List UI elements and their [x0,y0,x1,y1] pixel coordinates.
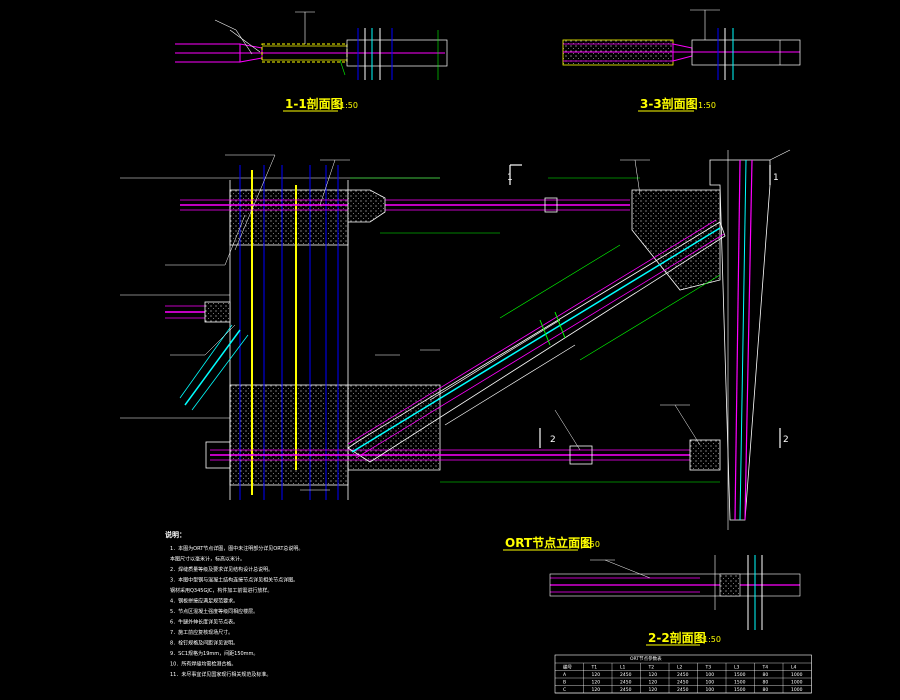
table-cell: 2450 [677,672,689,678]
node-elevation-scale: 1:50 [582,540,600,549]
section-marker-1-right: 1 [773,173,779,183]
note-line: 8．栓钉规格及间距详见说明。 [170,640,238,647]
table-cell: 1000 [791,680,803,686]
note-line: 7．施工前应复核现场尺寸。 [170,629,233,636]
note-line: 3．本图中型钢与混凝土结构连接节点详见相关节点详图。 [170,577,298,584]
table-cell: 1500 [734,680,746,686]
table-cell: 80 [763,672,769,678]
table-cell: 100 [706,687,715,693]
table-header-cell: L1 [620,665,626,671]
section-1-1-title: 1-1剖面图 [285,96,343,111]
note-line: 10．所有焊缝均需检测合格。 [170,661,236,668]
section-1-1-detail [175,11,448,80]
table-cell: 1500 [734,687,746,693]
table-cell: 2450 [677,687,689,693]
table-cell: 2450 [620,672,632,678]
table-cell: 120 [592,672,601,678]
table-cell: 80 [763,680,769,686]
parameter-table: ORT节点参数表 编号 T1 L1 T2 L2 T3 L3 T4 L4A 120 2450 120 24… [554,654,812,694]
note-line: 6．牛腿外伸长度详见节点表。 [170,619,238,626]
section-cut-markers: 1 1 2 2 [507,164,789,448]
table-header-cell: T4 [762,665,769,671]
table-header-cell: T1 [591,665,598,671]
table-cell: 100 [706,680,715,686]
section-marker-1-left: 1 [507,173,513,183]
design-notes: 说明： 1．本图为ORT节点详图，图中未注明部分详见ORT总说明。 本图尺寸以毫… [165,530,303,678]
table-cell: 120 [649,687,658,693]
table-cell: B [563,680,566,686]
table-cell: 120 [592,687,601,693]
note-line: 2．焊缝质量等级及要求详见结构设计总说明。 [170,566,273,573]
table-cell: 120 [649,680,658,686]
note-line: 钢材采用Q345GJC，构件加工前需进行放样。 [170,587,272,594]
table-cell: 1000 [791,687,803,693]
section-1-1-scale: 1:50 [340,101,358,110]
note-line: 11．未尽事宜详见国家现行相关规范及标准。 [170,671,271,678]
table-header-cell: T2 [648,665,655,671]
table-cell: C [563,687,566,693]
section-2-2-scale: 1:50 [703,635,721,644]
note-line: 本图尺寸以毫米计，标高以米计。 [170,556,245,563]
table-cell: 1500 [734,672,746,678]
table-header-cell: L3 [734,665,740,671]
table-header-cell: 编号 [563,664,572,671]
node-elevation-title: ORT节点立面图 [505,535,592,550]
ort-node-elevation [120,149,791,530]
section-3-3-scale: 1:50 [698,101,716,110]
note-line: 1．本图为ORT节点详图，图中未注明部分详见ORT总说明。 [170,545,303,552]
table-cell: 2450 [620,680,632,686]
section-3-3-detail [562,9,801,80]
table-header-cell: L4 [791,665,797,671]
section-3-3-title: 3-3剖面图 [640,96,698,111]
section-2-2-detail [549,555,801,630]
section-2-2-title: 2-2剖面图 [648,630,706,645]
table-cell: A [563,672,567,678]
table-header-cell: T3 [705,665,712,671]
table-cell: 2450 [620,687,632,693]
note-line: 4．钢板拼接应满足规范要求。 [170,598,238,605]
table-title: ORT节点参数表 [630,655,662,662]
section-marker-2-right: 2 [783,435,789,445]
table-cell: 2450 [677,680,689,686]
note-line: 9．SC1规格为19mm，间距150mm。 [170,650,258,657]
notes-title: 说明： [165,530,186,539]
note-line: 5．节点区混凝土强度等级同相应楼层。 [170,608,258,615]
table-cell: 80 [763,687,769,693]
section-marker-2-left: 2 [550,435,556,445]
table-cell: 120 [592,680,601,686]
table-cell: 1000 [791,672,803,678]
notes-lines: 1．本图为ORT节点详图，图中未注明部分详见ORT总说明。 本图尺寸以毫米计，标… [170,545,303,678]
table-cell: 120 [649,672,658,678]
table-header-cell: L2 [677,665,683,671]
table-cell: 100 [706,672,715,678]
